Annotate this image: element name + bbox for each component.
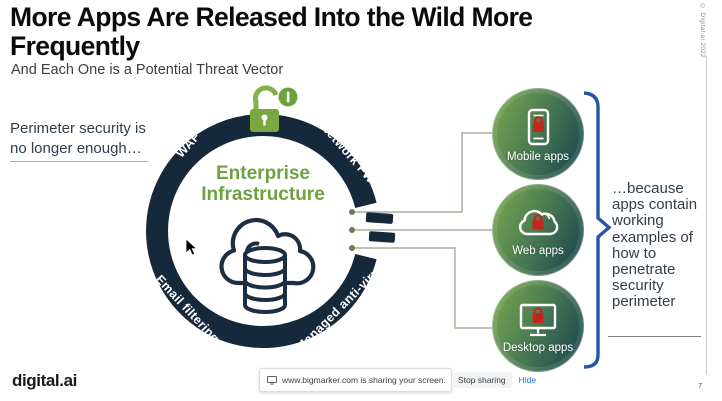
open-padlock-icon xyxy=(250,85,279,132)
screen-share-icon xyxy=(267,375,277,385)
slide-subtitle: And Each One is a Potential Threat Vecto… xyxy=(11,62,284,78)
slide-title: More Apps Are Released Into the Wild Mor… xyxy=(10,2,533,62)
brace-bracket xyxy=(583,91,612,369)
left-note-divider xyxy=(10,161,148,162)
mobile-apps-label: Mobile apps xyxy=(506,150,569,163)
alert-badge-icon xyxy=(278,87,298,107)
cloud-database-icon xyxy=(219,218,316,314)
right-note: …because apps contain working examples o… xyxy=(612,180,698,311)
right-note-divider xyxy=(608,336,701,337)
ring-break-dashes xyxy=(365,212,396,243)
perimeter-ring xyxy=(146,114,377,348)
web-apps-badge: Web apps xyxy=(492,184,584,276)
connector-dots xyxy=(349,209,355,251)
left-note: Perimeter security is no longer enough… xyxy=(10,120,146,157)
mouse-cursor xyxy=(185,238,198,256)
copyright-text: © Digital.ai 2022 xyxy=(699,3,706,59)
desktop-apps-badge: Desktop apps xyxy=(492,280,584,372)
share-message: www.bigmarker.com is sharing your screen… xyxy=(282,375,446,385)
desktop-apps-label: Desktop apps xyxy=(502,341,574,354)
page-number: 7 xyxy=(698,381,703,390)
screen-share-bar: www.bigmarker.com is sharing your screen… xyxy=(259,368,536,392)
digital-ai-logo: digital.ai xyxy=(12,371,77,390)
side-divider xyxy=(706,56,707,375)
mobile-apps-badge: Mobile apps xyxy=(492,88,584,180)
mobile-lock-icon xyxy=(527,108,550,145)
stop-sharing-button[interactable]: Stop sharing xyxy=(451,372,512,388)
desktop-lock-icon xyxy=(519,303,557,336)
enterprise-infrastructure-title: Enterprise Infrastructure xyxy=(201,163,325,206)
web-apps-label: Web apps xyxy=(512,244,564,257)
hide-button[interactable]: Hide xyxy=(518,375,537,385)
cloud-lock-icon xyxy=(518,209,559,235)
connector-lines xyxy=(352,132,493,329)
